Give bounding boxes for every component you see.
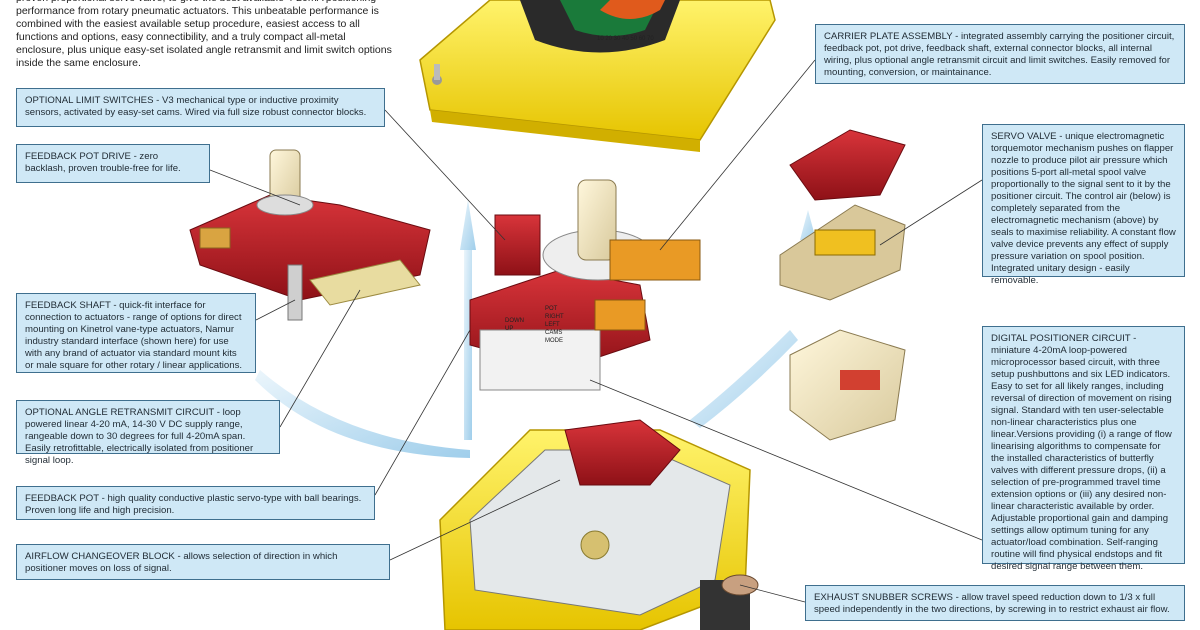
leader-lines xyxy=(209,59,983,603)
label-mode: MODE xyxy=(545,338,563,344)
label-pot: POT xyxy=(545,306,558,312)
label-right: RIGHT xyxy=(545,314,564,320)
callout-carrier-plate: CARRIER PLATE ASSEMBLY - integrated asse… xyxy=(815,24,1185,84)
callout-feedback-shaft: FEEDBACK SHAFT - quick-fit interface for… xyxy=(16,293,256,373)
pot-drive-assembly xyxy=(189,149,431,321)
callout-limit-switches: OPTIONAL LIMIT SWITCHES - V3 mechanical … xyxy=(16,88,385,127)
callout-airflow-changeover: AIRFLOW CHANGEOVER BLOCK - allows select… xyxy=(16,544,390,580)
callout-angle-retransmit: OPTIONAL ANGLE RETRANSMIT CIRCUIT - loop… xyxy=(16,400,280,466)
carrier-plate: POT RIGHT LEFT CAMS DOWN UP MODE xyxy=(469,179,701,391)
callout-exhaust-snubber: EXHAUST SNUBBER SCREWS - allow travel sp… xyxy=(805,585,1185,621)
label-down: DOWN xyxy=(505,318,524,324)
board-labels: POT RIGHT LEFT CAMS DOWN UP MODE xyxy=(505,306,564,344)
label-up: UP xyxy=(505,326,513,332)
bottom-enclosure xyxy=(439,419,759,630)
intro-text: proven proportional servo valve, to give… xyxy=(16,0,392,69)
callout-feedback-pot-drive: FEEDBACK POT DRIVE - zero backlash, prov… xyxy=(16,144,210,183)
servo-valve xyxy=(779,129,906,441)
top-cover: 10 20 30 40 50 60 70 xyxy=(419,0,776,152)
label-cams: CAMS xyxy=(545,330,562,336)
flow-arrows xyxy=(255,200,816,458)
gauge-scale: 10 20 30 40 50 60 70 xyxy=(597,36,654,42)
callout-feedback-pot: FEEDBACK POT - high quality conductive p… xyxy=(16,486,375,520)
callout-servo-valve: SERVO VALVE - unique electromagnetic tor… xyxy=(982,124,1185,286)
callout-digital-positioner: DIGITAL POSITIONER CIRCUIT - miniature 4… xyxy=(982,326,1185,572)
label-left: LEFT xyxy=(545,322,560,328)
